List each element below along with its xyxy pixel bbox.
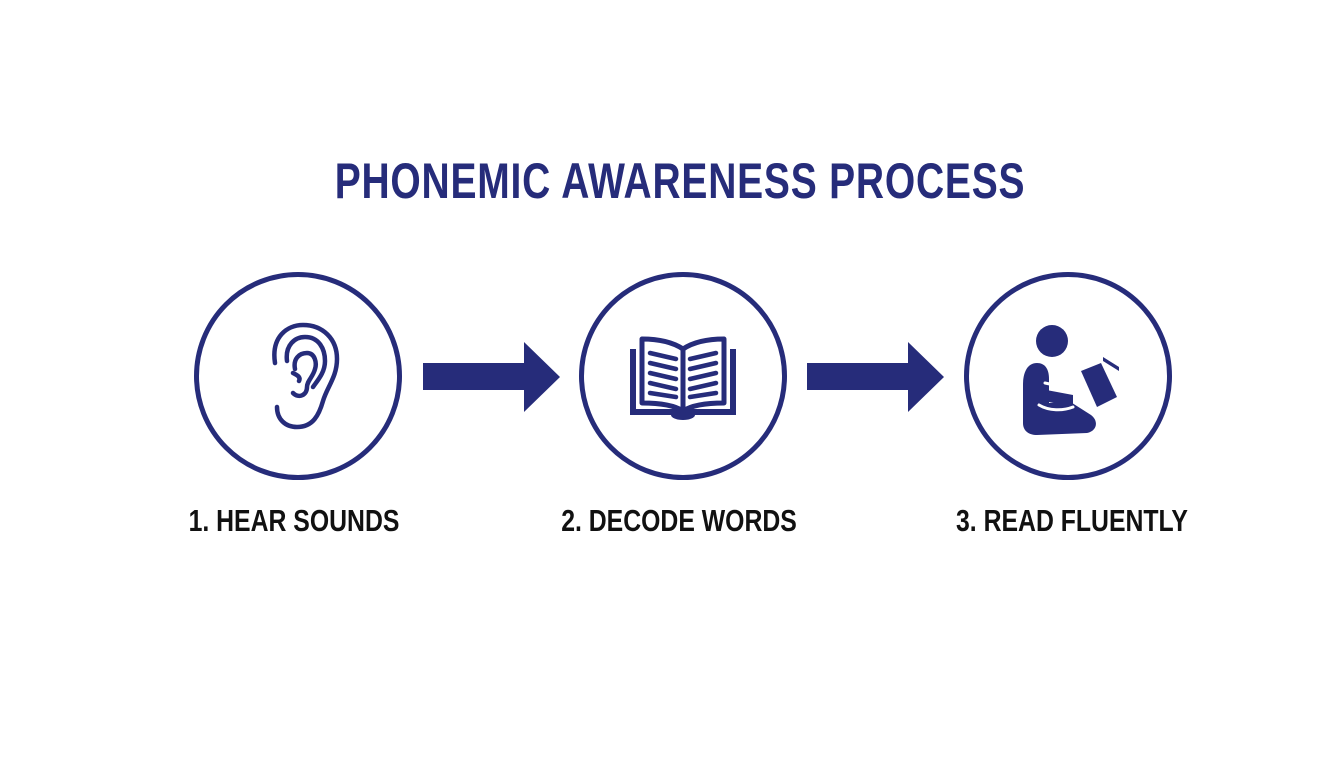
step-1-circle bbox=[194, 272, 402, 480]
step-1-label: 1. HEAR SOUNDS bbox=[188, 503, 400, 538]
arrow-right-icon bbox=[807, 342, 944, 412]
ear-icon bbox=[272, 322, 340, 430]
step-3-label: 3. READ FLUENTLY bbox=[956, 503, 1188, 538]
person-reading-icon bbox=[1023, 325, 1119, 435]
step-3-circle bbox=[964, 272, 1172, 480]
step-2-circle bbox=[579, 272, 787, 480]
arrow-right-icon bbox=[423, 342, 560, 412]
step-2-label: 2. DECODE WORDS bbox=[561, 503, 797, 538]
diagram-title: PHONEMIC AWARENESS PROCESS bbox=[334, 153, 1026, 209]
open-book-icon bbox=[630, 336, 736, 420]
